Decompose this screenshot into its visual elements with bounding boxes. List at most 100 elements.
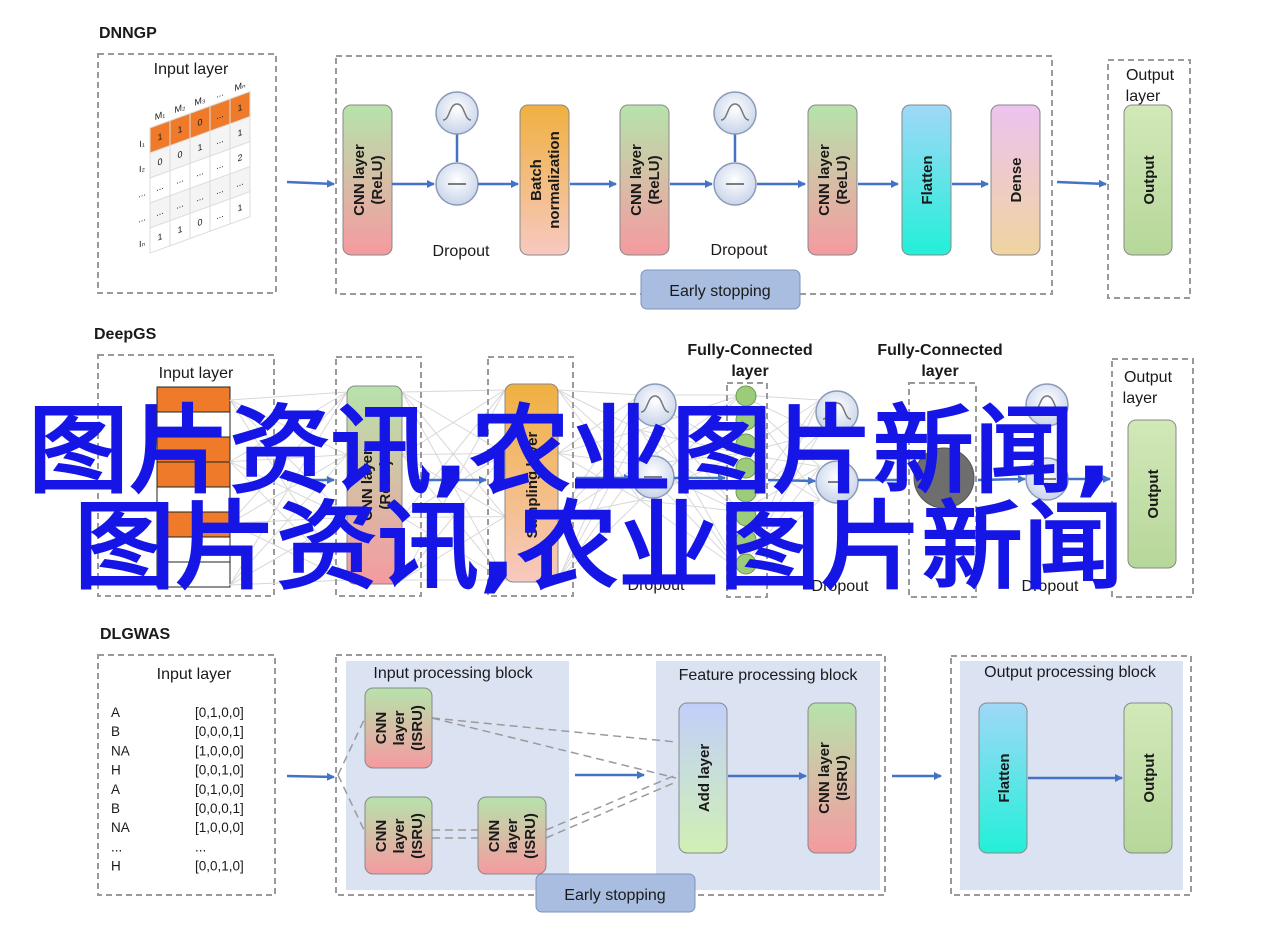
connection-line xyxy=(229,391,348,586)
svg-text:(ReLU): (ReLU) xyxy=(646,155,663,204)
connection-line xyxy=(229,516,348,586)
encoding-base: H xyxy=(111,859,121,874)
dlgwas-arrows xyxy=(286,771,1123,782)
svg-text:normalization: normalization xyxy=(546,131,563,229)
matrix-cell-value: ... xyxy=(216,109,224,121)
dnngp-cnn-layer-3: CNN layer (ReLU) xyxy=(807,104,858,256)
encoding-base: NA xyxy=(111,743,130,758)
svg-text:layer: layer xyxy=(391,710,408,745)
encoding-vector: [0,0,1,0] xyxy=(195,859,244,874)
deepgs-output-node: Output xyxy=(1127,419,1177,569)
fc-neuron xyxy=(735,529,757,551)
deepgs-fc-neuron-dark xyxy=(913,447,975,509)
section-title-deepgs: DeepGS xyxy=(94,326,157,343)
matrix-cell-value: 1 xyxy=(157,231,162,243)
svg-text:Flatten: Flatten xyxy=(919,155,936,204)
fc-neuron xyxy=(735,457,757,479)
connection-line xyxy=(557,499,641,581)
matrix-row-header: Iₙ xyxy=(139,237,145,249)
svg-text:(ReLU): (ReLU) xyxy=(834,155,851,204)
encoding-vector: [1,0,0,0] xyxy=(195,820,244,835)
connection-line xyxy=(229,391,348,401)
dnngp-dense-layer: Dense xyxy=(990,104,1041,256)
svg-text:Early stopping: Early stopping xyxy=(564,887,665,904)
deepgs-matrix-row xyxy=(156,536,231,563)
dnngp-output-box xyxy=(1107,59,1191,299)
svg-text:(ISRU): (ISRU) xyxy=(409,705,426,751)
fc-neuron xyxy=(735,385,757,407)
svg-text:Sampling layer: Sampling layer xyxy=(524,431,541,538)
dlgwas-output-node: Output xyxy=(1123,702,1173,854)
matrix-cell-value: 1 xyxy=(237,102,242,114)
dlgwas-add-layer: Add layer xyxy=(678,702,728,854)
deepgs-dropout-3: Dropout xyxy=(1022,383,1079,595)
output-processing-block-title: Output processing block xyxy=(984,664,1157,681)
svg-text:(ISRU): (ISRU) xyxy=(522,813,539,859)
matrix-cell-value: 1 xyxy=(177,224,182,236)
matrix-cell-value: 1 xyxy=(237,202,242,214)
watermark-line-1: 图片资讯,农业图片新闻, xyxy=(28,395,1113,507)
encoding-vector: [0,0,0,1] xyxy=(195,801,244,816)
dlgwas-section: DLGWAS Input layer A[0,1,0,0]B[0,0,0,1]N… xyxy=(97,626,1192,913)
connection-line xyxy=(739,452,821,468)
matrix-column-header: M₂ xyxy=(175,101,186,115)
connection-line xyxy=(557,452,641,501)
svg-text:(ReLU): (ReLU) xyxy=(377,460,394,509)
svg-text:Early stopping: Early stopping xyxy=(669,283,770,300)
watermark-line-2: 图片资讯,农业图片新闻 xyxy=(74,491,1124,603)
svg-text:CNN: CNN xyxy=(486,820,503,853)
dnngp-dropout-2: Dropout xyxy=(711,91,768,259)
deepgs-matrix-row xyxy=(156,486,231,513)
svg-text:CNN layer: CNN layer xyxy=(628,144,645,216)
fc-neuron xyxy=(735,481,757,503)
connection-line xyxy=(557,429,641,518)
svg-text:(ReLU): (ReLU) xyxy=(369,155,386,204)
connection-line xyxy=(557,429,641,454)
deepgs-dropout-label-2: Dropout xyxy=(812,578,869,595)
deepgs-fc-box-2 xyxy=(908,382,977,598)
matrix-cell xyxy=(229,190,251,225)
svg-text:Dense: Dense xyxy=(1008,157,1025,202)
deepgs-fc-title-2a: Fully-Connected xyxy=(877,342,1002,359)
connection-line xyxy=(557,394,641,517)
dnngp-cnn-layer-2: CNN layer (ReLU) xyxy=(619,104,670,256)
matrix-column-header: M₁ xyxy=(155,109,166,123)
connection-line xyxy=(739,394,821,468)
deepgs-sampling-layer: Sampling layer xyxy=(504,383,559,583)
encoding-vector: [0,0,0,1] xyxy=(195,724,244,739)
deepgs-matrix-row xyxy=(156,461,231,488)
connection-line xyxy=(401,516,506,581)
matrix-column-header: ... xyxy=(216,87,224,99)
encoding-base: B xyxy=(111,724,120,739)
deepgs-cnn-layer: CNN layer (ReLU) xyxy=(346,385,403,585)
svg-text:CNN: CNN xyxy=(373,820,390,853)
section-title-dnngp: DNNGP xyxy=(99,25,157,42)
dlgwas-input-box xyxy=(97,654,276,896)
connection-line xyxy=(229,391,348,463)
matrix-cell-value: 1 xyxy=(157,131,162,143)
encoding-vector: [1,0,0,0] xyxy=(195,743,244,758)
dlgwas-output-box xyxy=(950,655,1192,896)
dlgwas-cnn-isru-1: CNN layer (ISRU) xyxy=(364,687,433,769)
svg-text:Batch: Batch xyxy=(528,159,545,201)
dnngp-output-layer-title-1: Output xyxy=(1126,67,1175,84)
deepgs-dropout-label-3: Dropout xyxy=(1022,578,1079,595)
matrix-cell-value: 0 xyxy=(197,117,202,129)
dlgwas-encoding-table: A[0,1,0,0]B[0,0,0,1]NA[1,0,0,0]H[0,0,1,0… xyxy=(111,705,244,874)
dlgwas-flatten-layer: Flatten xyxy=(978,702,1028,854)
svg-text:CNN layer: CNN layer xyxy=(351,144,368,216)
svg-text:CNN layer: CNN layer xyxy=(816,742,833,814)
matrix-cell-value: 0 xyxy=(177,149,182,161)
deepgs-fc-neurons xyxy=(735,385,757,575)
connection-line xyxy=(557,389,641,466)
dlgwas-input-layer-title: Input layer xyxy=(157,666,232,683)
dlgwas-cnn-isru-4: CNN layer (ISRU) xyxy=(807,702,857,854)
dnngp-batch-normalization: Batch normalization xyxy=(519,104,570,256)
matrix-cell-value: ... xyxy=(196,191,204,203)
deepgs-matrix-row xyxy=(156,411,231,438)
fc-neuron xyxy=(735,505,757,527)
svg-text:CNN: CNN xyxy=(373,712,390,745)
connection-line xyxy=(557,394,641,581)
svg-text:Output: Output xyxy=(1145,469,1162,518)
